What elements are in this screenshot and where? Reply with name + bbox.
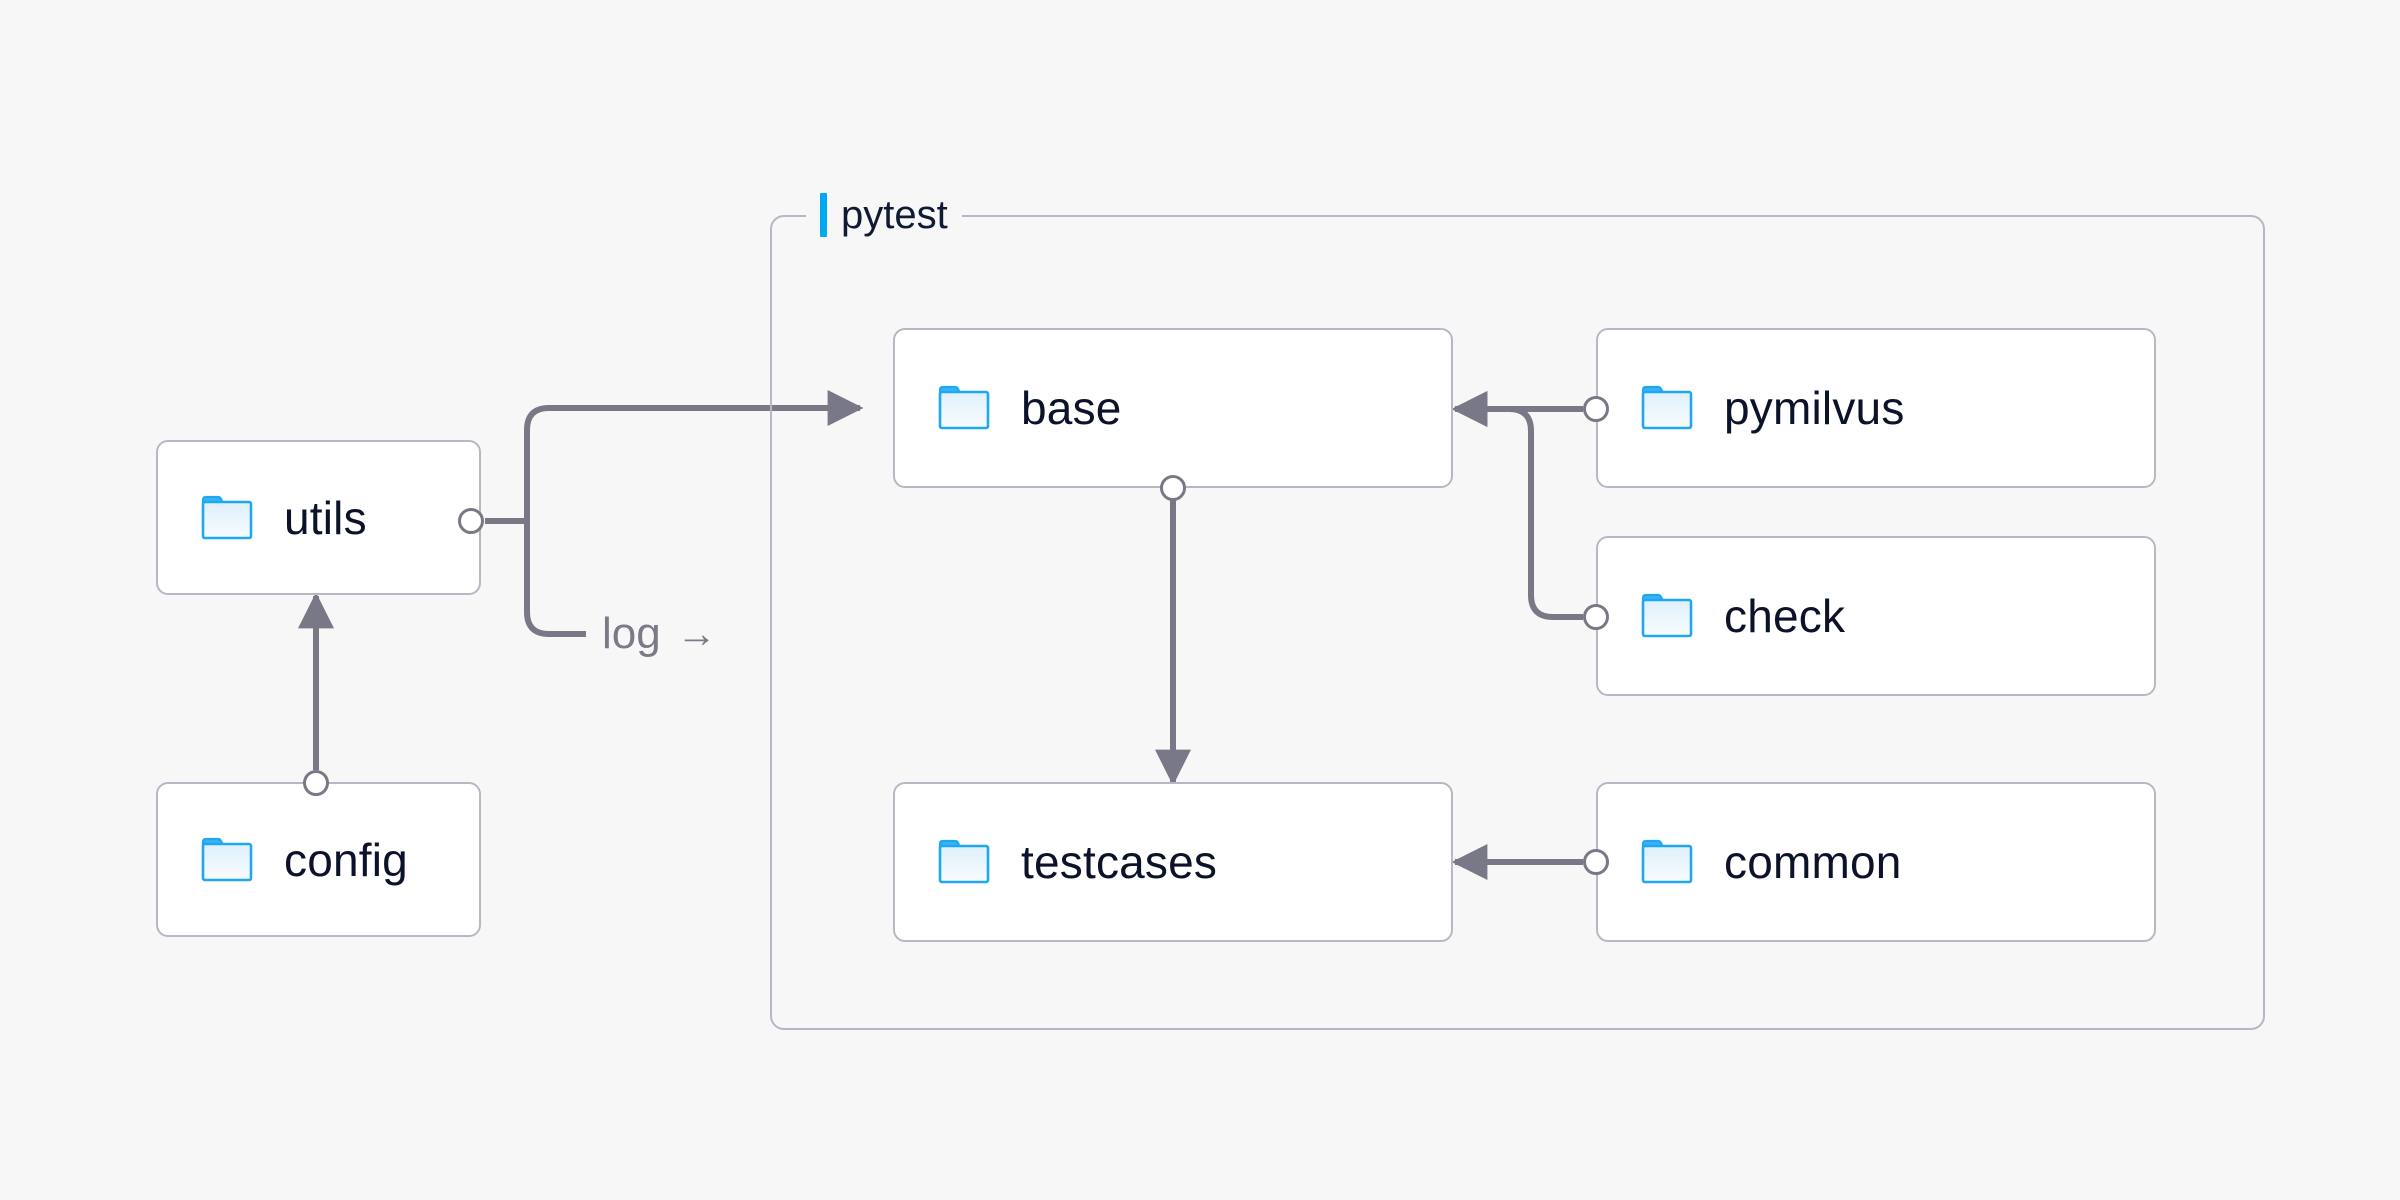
folder-icon xyxy=(1641,385,1693,430)
port-utils-right[interactable] xyxy=(458,508,484,534)
node-label: testcases xyxy=(1021,836,1218,888)
node-config[interactable]: config xyxy=(156,782,481,937)
port-config-top[interactable] xyxy=(303,770,329,796)
port-pymilvus-left[interactable] xyxy=(1583,396,1609,422)
node-label: config xyxy=(284,833,408,886)
edge-utils-log xyxy=(524,521,586,637)
folder-icon xyxy=(1641,593,1693,638)
port-check-left[interactable] xyxy=(1583,604,1609,630)
node-base[interactable]: base xyxy=(893,328,1453,488)
group-pytest[interactable] xyxy=(770,215,2265,1030)
folder-icon xyxy=(938,839,990,884)
node-label: check xyxy=(1724,590,1846,642)
node-testcases[interactable]: testcases xyxy=(893,782,1453,942)
folder-icon xyxy=(201,837,253,881)
group-accent-bar xyxy=(820,193,827,237)
edge-label-log: log → xyxy=(590,606,729,662)
node-pymilvus[interactable]: pymilvus xyxy=(1596,328,2156,488)
node-utils[interactable]: utils xyxy=(156,440,481,595)
node-label: common xyxy=(1724,836,1902,888)
group-title: pytest xyxy=(841,193,948,237)
port-base-bottom[interactable] xyxy=(1160,475,1186,501)
port-common-left[interactable] xyxy=(1583,849,1609,875)
node-common[interactable]: common xyxy=(1596,782,2156,942)
node-label: base xyxy=(1021,382,1122,434)
node-label: pymilvus xyxy=(1724,382,1905,434)
group-pytest-label: pytest xyxy=(806,188,962,242)
folder-icon xyxy=(938,385,990,430)
arrow-right-icon: → xyxy=(676,612,717,656)
edge-label-text: log xyxy=(602,609,661,658)
folder-icon xyxy=(201,495,253,539)
folder-icon xyxy=(1641,839,1693,884)
node-check[interactable]: check xyxy=(1596,536,2156,696)
node-label: utils xyxy=(284,491,367,544)
